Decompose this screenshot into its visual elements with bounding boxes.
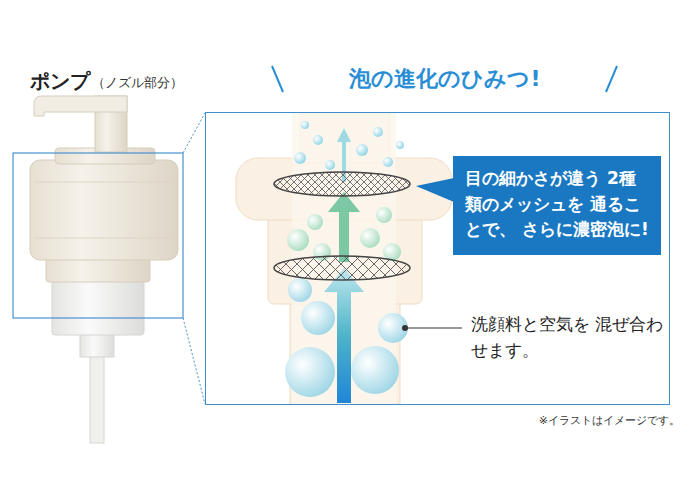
- part-subname: （ノズル部分）: [92, 74, 183, 92]
- part-name: ポンプ: [30, 68, 90, 95]
- zoom-line: [183, 113, 205, 153]
- pump-cross-section: [236, 113, 452, 404]
- pump-photo: [30, 96, 178, 443]
- detail-frame: 洗顔料と空気を 混ぜ合わせます。 目の細かさが違う 2種類のメッシュを 通ることで…: [205, 112, 670, 405]
- mesh: [274, 172, 410, 280]
- callout-tail: [416, 178, 454, 202]
- annotation-text: 洗顔料と空気を 混ぜ合わせます。: [471, 312, 667, 363]
- zoom-line: [183, 318, 205, 404]
- zoom-box: [13, 153, 183, 318]
- diagram-title: 泡の進化のひみつ!: [285, 64, 605, 94]
- title-mark: [272, 66, 283, 92]
- callout-box: 目の細かさが違う 2種類のメッシュを 通ることで、 さらに濃密泡に!: [453, 156, 661, 255]
- leader-line: [405, 327, 462, 328]
- callout-text: 目の細かさが違う 2種類のメッシュを 通ることで、 さらに濃密泡に!: [465, 166, 649, 243]
- note: ※イラストはイメージです。: [539, 413, 680, 428]
- title-mark: [606, 66, 617, 92]
